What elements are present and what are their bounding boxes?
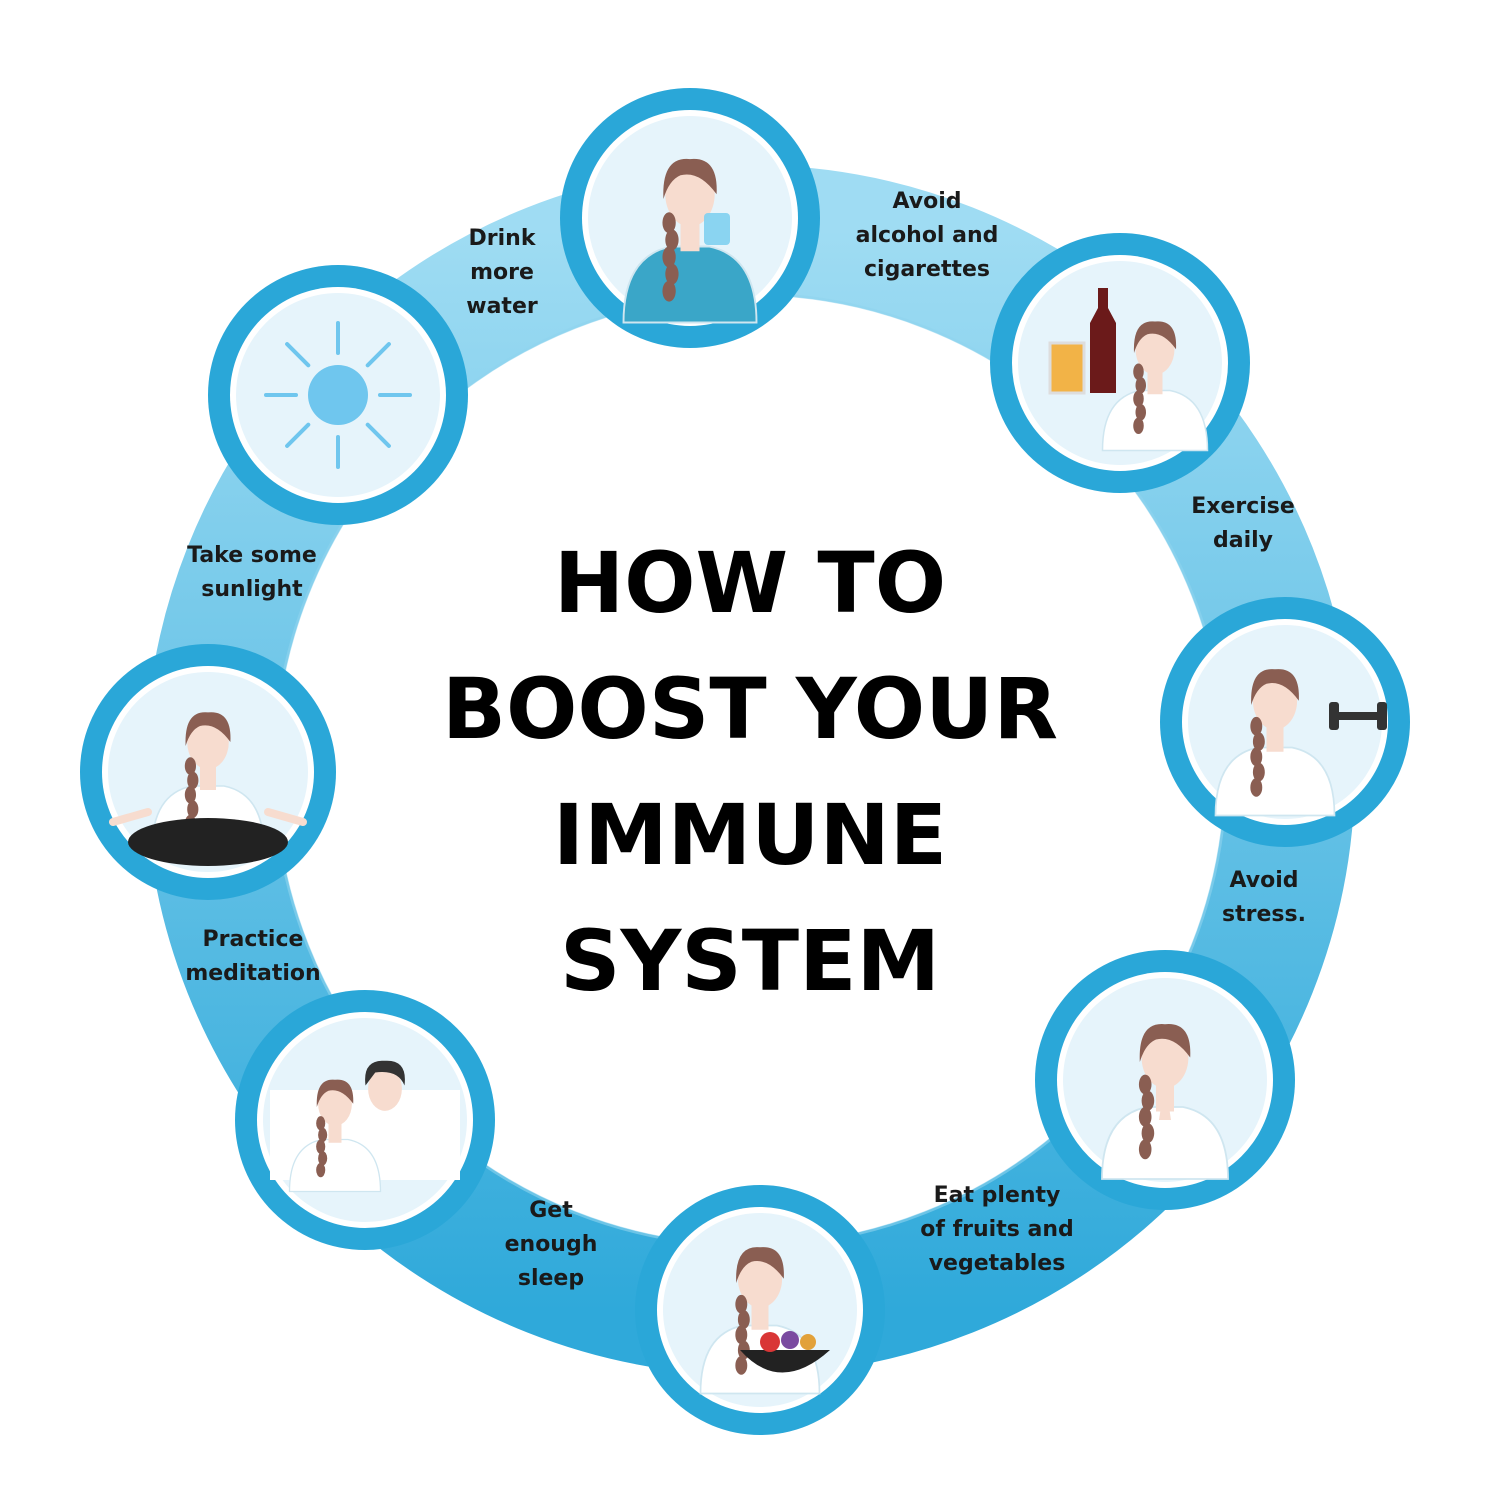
title-line-2: BOOST YOUR [441, 660, 1058, 758]
calm-hands-icon [1035, 950, 1295, 1210]
title-line-1: HOW TO [553, 534, 947, 632]
tip-label-avoid-stress: Avoid stress. [1222, 868, 1306, 927]
sleeping-icon [235, 990, 495, 1250]
fruit-bowl-icon [635, 1185, 885, 1435]
sun-icon [208, 265, 468, 525]
tip-label-sunlight: Take some sunlight [187, 543, 317, 602]
infographic-title: HOW TO BOOST YOUR IMMUNE SYSTEM [420, 520, 1080, 1024]
tip-label-exercise: Exercise daily [1191, 494, 1295, 553]
no-alcohol-icon [990, 233, 1250, 493]
meditation-icon [80, 644, 336, 900]
tip-label-meditation: Practice meditation [185, 927, 321, 986]
tip-label-avoid-alcohol: Avoid alcohol and cigarettes [855, 189, 999, 282]
dumbbell-exercise-icon [1160, 597, 1410, 847]
title-line-3: IMMUNE [552, 786, 948, 884]
tip-label-drink-water: Drink more water [466, 226, 538, 319]
tip-label-sleep: Get enough sleep [504, 1198, 598, 1291]
drinking-water-icon [560, 88, 820, 348]
tip-label-fruits: Eat plenty of fruits and vegetables [920, 1183, 1074, 1276]
title-line-4: SYSTEM [559, 912, 941, 1010]
